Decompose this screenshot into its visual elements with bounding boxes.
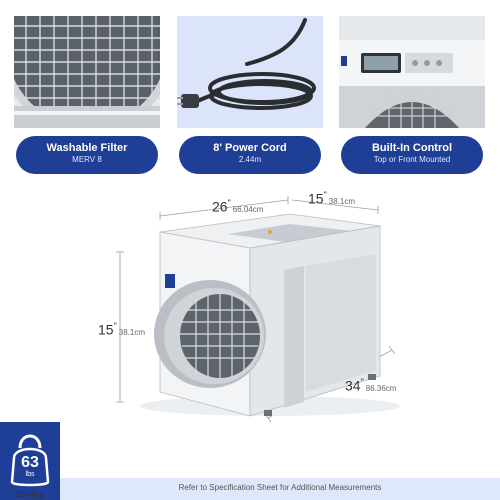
control-photo — [339, 16, 485, 128]
width-unit: " — [323, 190, 327, 200]
width-dimension: 15"38.1cm — [308, 190, 355, 207]
width-value: 15 — [308, 190, 324, 207]
height-dimension: 15"38.1cm — [98, 321, 145, 338]
feature-subtitle: Top or Front Mounted — [373, 155, 451, 164]
length-value: 34 — [345, 377, 361, 394]
feature-subtitle: MERV 8 — [72, 155, 102, 164]
feature-title: Built-In Control — [371, 142, 453, 154]
kettlebell-icon — [10, 434, 50, 487]
height-unit: " — [113, 321, 117, 331]
feature-title: 8' Power Cord — [213, 142, 287, 154]
weight-badge: 63 lbs — [0, 422, 60, 500]
energy-star-icon — [341, 56, 347, 66]
height-metric: 38.1cm — [118, 327, 146, 337]
feature-title: Washable Filter — [46, 142, 128, 154]
height-value: 15 — [98, 321, 114, 338]
energy-star-icon — [165, 274, 175, 288]
depth-unit: " — [227, 198, 231, 208]
feature-label-filter: Washable Filter MERV 8 — [16, 136, 158, 174]
dehumidifier-illustration — [116, 196, 400, 423]
weight-value: 63 — [21, 454, 39, 471]
length-dimension: 34"86.36cm — [345, 377, 396, 394]
weight-unit: lbs — [25, 471, 35, 478]
depth-value: 26 — [212, 198, 228, 215]
feature-label-cord: 8' Power Cord 2.44m — [179, 136, 321, 174]
filter-photo — [14, 16, 160, 128]
cord-photo — [177, 16, 323, 128]
weight-metric: 28.58kg — [15, 490, 45, 499]
footer-strip: Refer to Specification Sheet for Additio… — [60, 478, 500, 500]
control-panel-icon — [339, 16, 485, 128]
length-metric: 86.36cm — [365, 383, 397, 393]
feature-tile-filter: Washable Filter MERV 8 — [14, 16, 160, 174]
filter-grille-icon — [14, 16, 160, 128]
depth-dimension: 26"66.04cm — [212, 198, 263, 215]
length-unit: " — [360, 377, 364, 387]
power-cord-icon — [177, 16, 323, 128]
feature-subtitle: 2.44m — [238, 155, 262, 164]
depth-metric: 66.04cm — [232, 204, 264, 214]
feature-label-control: Built-In Control Top or Front Mounted — [341, 136, 483, 174]
footer-note: Refer to Specification Sheet for Additio… — [178, 483, 382, 492]
feature-tile-cord: 8' Power Cord 2.44m — [177, 16, 323, 174]
width-metric: 38.1cm — [328, 196, 356, 206]
feature-tile-control: Built-In Control Top or Front Mounted — [339, 16, 485, 174]
